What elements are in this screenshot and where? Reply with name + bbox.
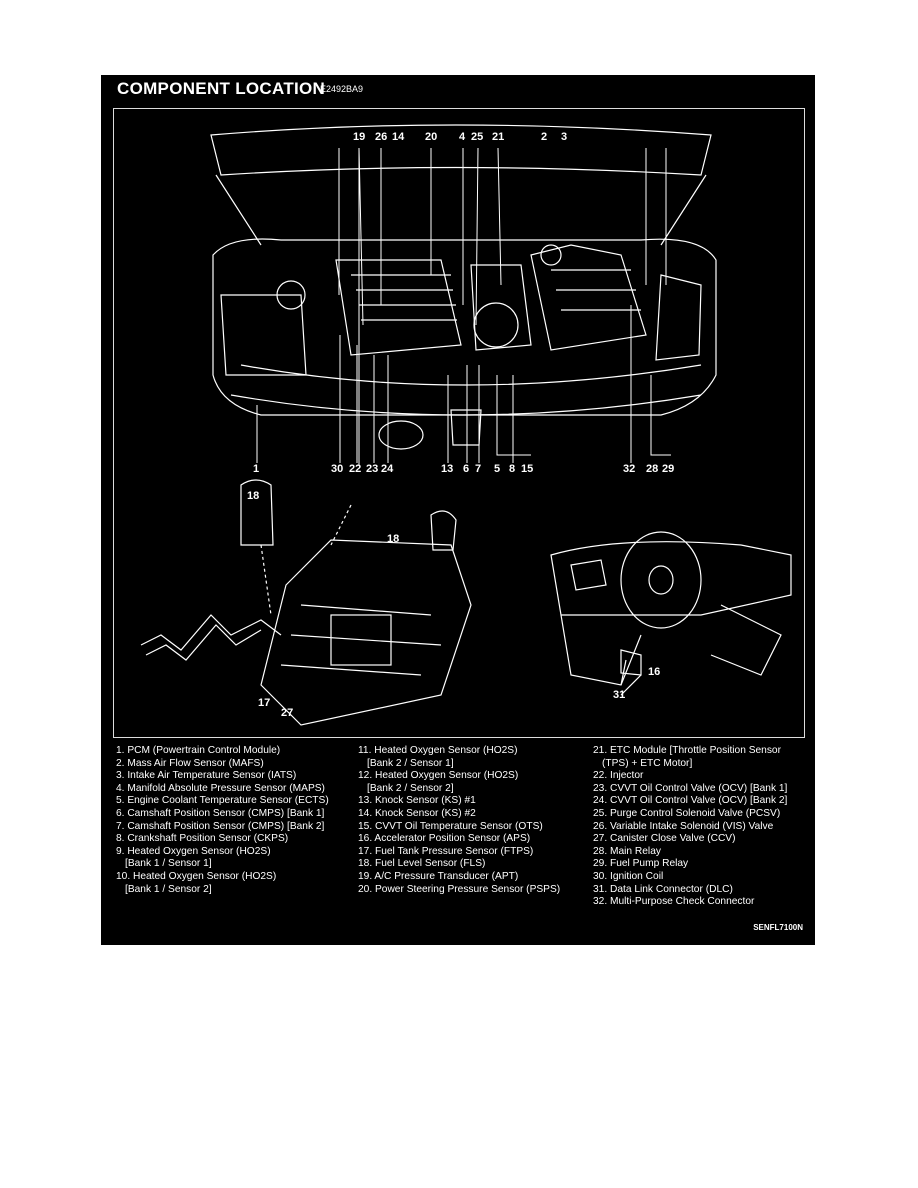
legend-item: 2. Mass Air Flow Sensor (MAFS) (116, 757, 264, 769)
callout-18: 18 (247, 490, 260, 502)
legend-item: 27. Canister Close Valve (CCV) (593, 833, 736, 845)
callout-23: 23 (366, 463, 379, 475)
legend-item: 15. CVVT Oil Temperature Sensor (OTS) (358, 820, 543, 832)
component-illustration (140, 124, 792, 726)
legend-item: 28. Main Relay (593, 845, 661, 857)
legend-item: 10. Heated Oxygen Sensor (HO2S) (116, 870, 277, 882)
legend-item: 12. Heated Oxygen Sensor (HO2S) (358, 770, 519, 782)
callout-31: 31 (613, 689, 626, 701)
legend-column-1: 1. PCM (Powertrain Control Module) 2. Ma… (116, 745, 329, 896)
legend-item: 31. Data Link Connector (DLC) (593, 883, 733, 895)
callout-22: 22 (349, 463, 362, 475)
callout-3: 3 (561, 131, 568, 143)
callout-26: 26 (375, 131, 388, 143)
legend-item: 30. Ignition Coil (593, 870, 664, 882)
legend-item: 26. Variable Intake Solenoid (VIS) Valve (593, 820, 774, 832)
legend-item: 6. Camshaft Position Sensor (CMPS) [Bank… (116, 807, 325, 819)
callout-5: 5 (494, 463, 501, 475)
callout-leader-lines (256, 147, 671, 465)
legend-item: 16. Accelerator Position Sensor (APS) (358, 833, 531, 845)
legend-item: 20. Power Steering Pressure Sensor (PSPS… (358, 883, 561, 895)
callout-29: 29 (662, 463, 675, 475)
legend-column-2: 11. Heated Oxygen Sensor (HO2S) [Bank 2 … (358, 745, 560, 896)
legend-item: 3. Intake Air Temperature Sensor (IATS) (116, 770, 297, 782)
callout-30: 30 (331, 463, 344, 475)
component-location-figure: COMPONENT LOCATION E2492BA9 (101, 75, 815, 945)
callout-1: 1 (253, 463, 260, 475)
document-code: E2492BA9 (320, 84, 364, 94)
legend-item: 19. A/C Pressure Transducer (APT) (358, 870, 519, 882)
legend-item-cont: [Bank 2 / Sensor 1] (367, 757, 454, 769)
callout-17: 17 (258, 697, 271, 709)
callout-14: 14 (392, 131, 405, 143)
legend-item: 22. Injector (593, 770, 644, 782)
callout-28: 28 (646, 463, 659, 475)
fuel-tank-drawing (140, 479, 472, 726)
callout-20: 20 (425, 131, 438, 143)
legend-item: 14. Knock Sensor (KS) #2 (358, 807, 476, 819)
legend-item: 4. Manifold Absolute Pressure Sensor (MA… (116, 782, 325, 794)
callout-24: 24 (381, 463, 394, 475)
legend-item: 18. Fuel Level Sensor (FLS) (358, 858, 486, 870)
illustration-frame (113, 108, 805, 738)
callout-15: 15 (521, 463, 534, 475)
legend-item: 25. Purge Control Solenoid Valve (PCSV) (593, 807, 781, 819)
callout-18b: 18 (387, 533, 400, 545)
legend-item: 21. ETC Module [Throttle Position Sensor (593, 745, 781, 756)
legend-column-3: 21. ETC Module [Throttle Position Sensor… (593, 745, 787, 909)
legend-item: 5. Engine Coolant Temperature Sensor (EC… (116, 795, 329, 807)
callout-7: 7 (475, 463, 482, 475)
callout-19: 19 (353, 131, 366, 143)
callout-27: 27 (281, 707, 294, 719)
figure-id: SENFL7100N (753, 923, 803, 932)
legend-item: 8. Crankshaft Position Sensor (CKPS) (116, 833, 289, 845)
legend-item: 32. Multi-Purpose Check Connector (593, 896, 755, 908)
engine-bay-drawing (210, 124, 717, 450)
legend-item: 13. Knock Sensor (KS) #1 (358, 795, 476, 807)
legend-item: 29. Fuel Pump Relay (593, 858, 689, 870)
callout-2: 2 (541, 131, 548, 143)
callout-32: 32 (623, 463, 636, 475)
legend-item: 9. Heated Oxygen Sensor (HO2S) (116, 845, 271, 857)
legend-item-cont: (TPS) + ETC Motor] (602, 757, 693, 769)
legend-item: 7. Camshaft Position Sensor (CMPS) [Bank… (116, 820, 325, 832)
callout-8: 8 (509, 463, 516, 475)
callout-4: 4 (459, 131, 466, 143)
callout-6: 6 (463, 463, 470, 475)
legend-item: 11. Heated Oxygen Sensor (HO2S) (358, 745, 518, 756)
legend-item: 17. Fuel Tank Pressure Sensor (FTPS) (358, 845, 534, 857)
legend-item-cont: [Bank 1 / Sensor 1] (125, 858, 212, 870)
callout-25: 25 (471, 131, 484, 143)
dashboard-drawing (550, 531, 792, 696)
legend-item: 24. CVVT Oil Control Valve (OCV) [Bank 2… (593, 795, 788, 807)
callout-21: 21 (492, 131, 505, 143)
callout-16: 16 (648, 666, 661, 678)
legend-item: 1. PCM (Powertrain Control Module) (116, 745, 281, 756)
page-title: COMPONENT LOCATION (117, 79, 326, 98)
legend-item-cont: [Bank 2 / Sensor 2] (367, 782, 454, 794)
callout-13: 13 (441, 463, 454, 475)
legend-item-cont: [Bank 1 / Sensor 2] (125, 883, 212, 895)
legend-item: 23. CVVT Oil Control Valve (OCV) [Bank 1… (593, 782, 788, 794)
